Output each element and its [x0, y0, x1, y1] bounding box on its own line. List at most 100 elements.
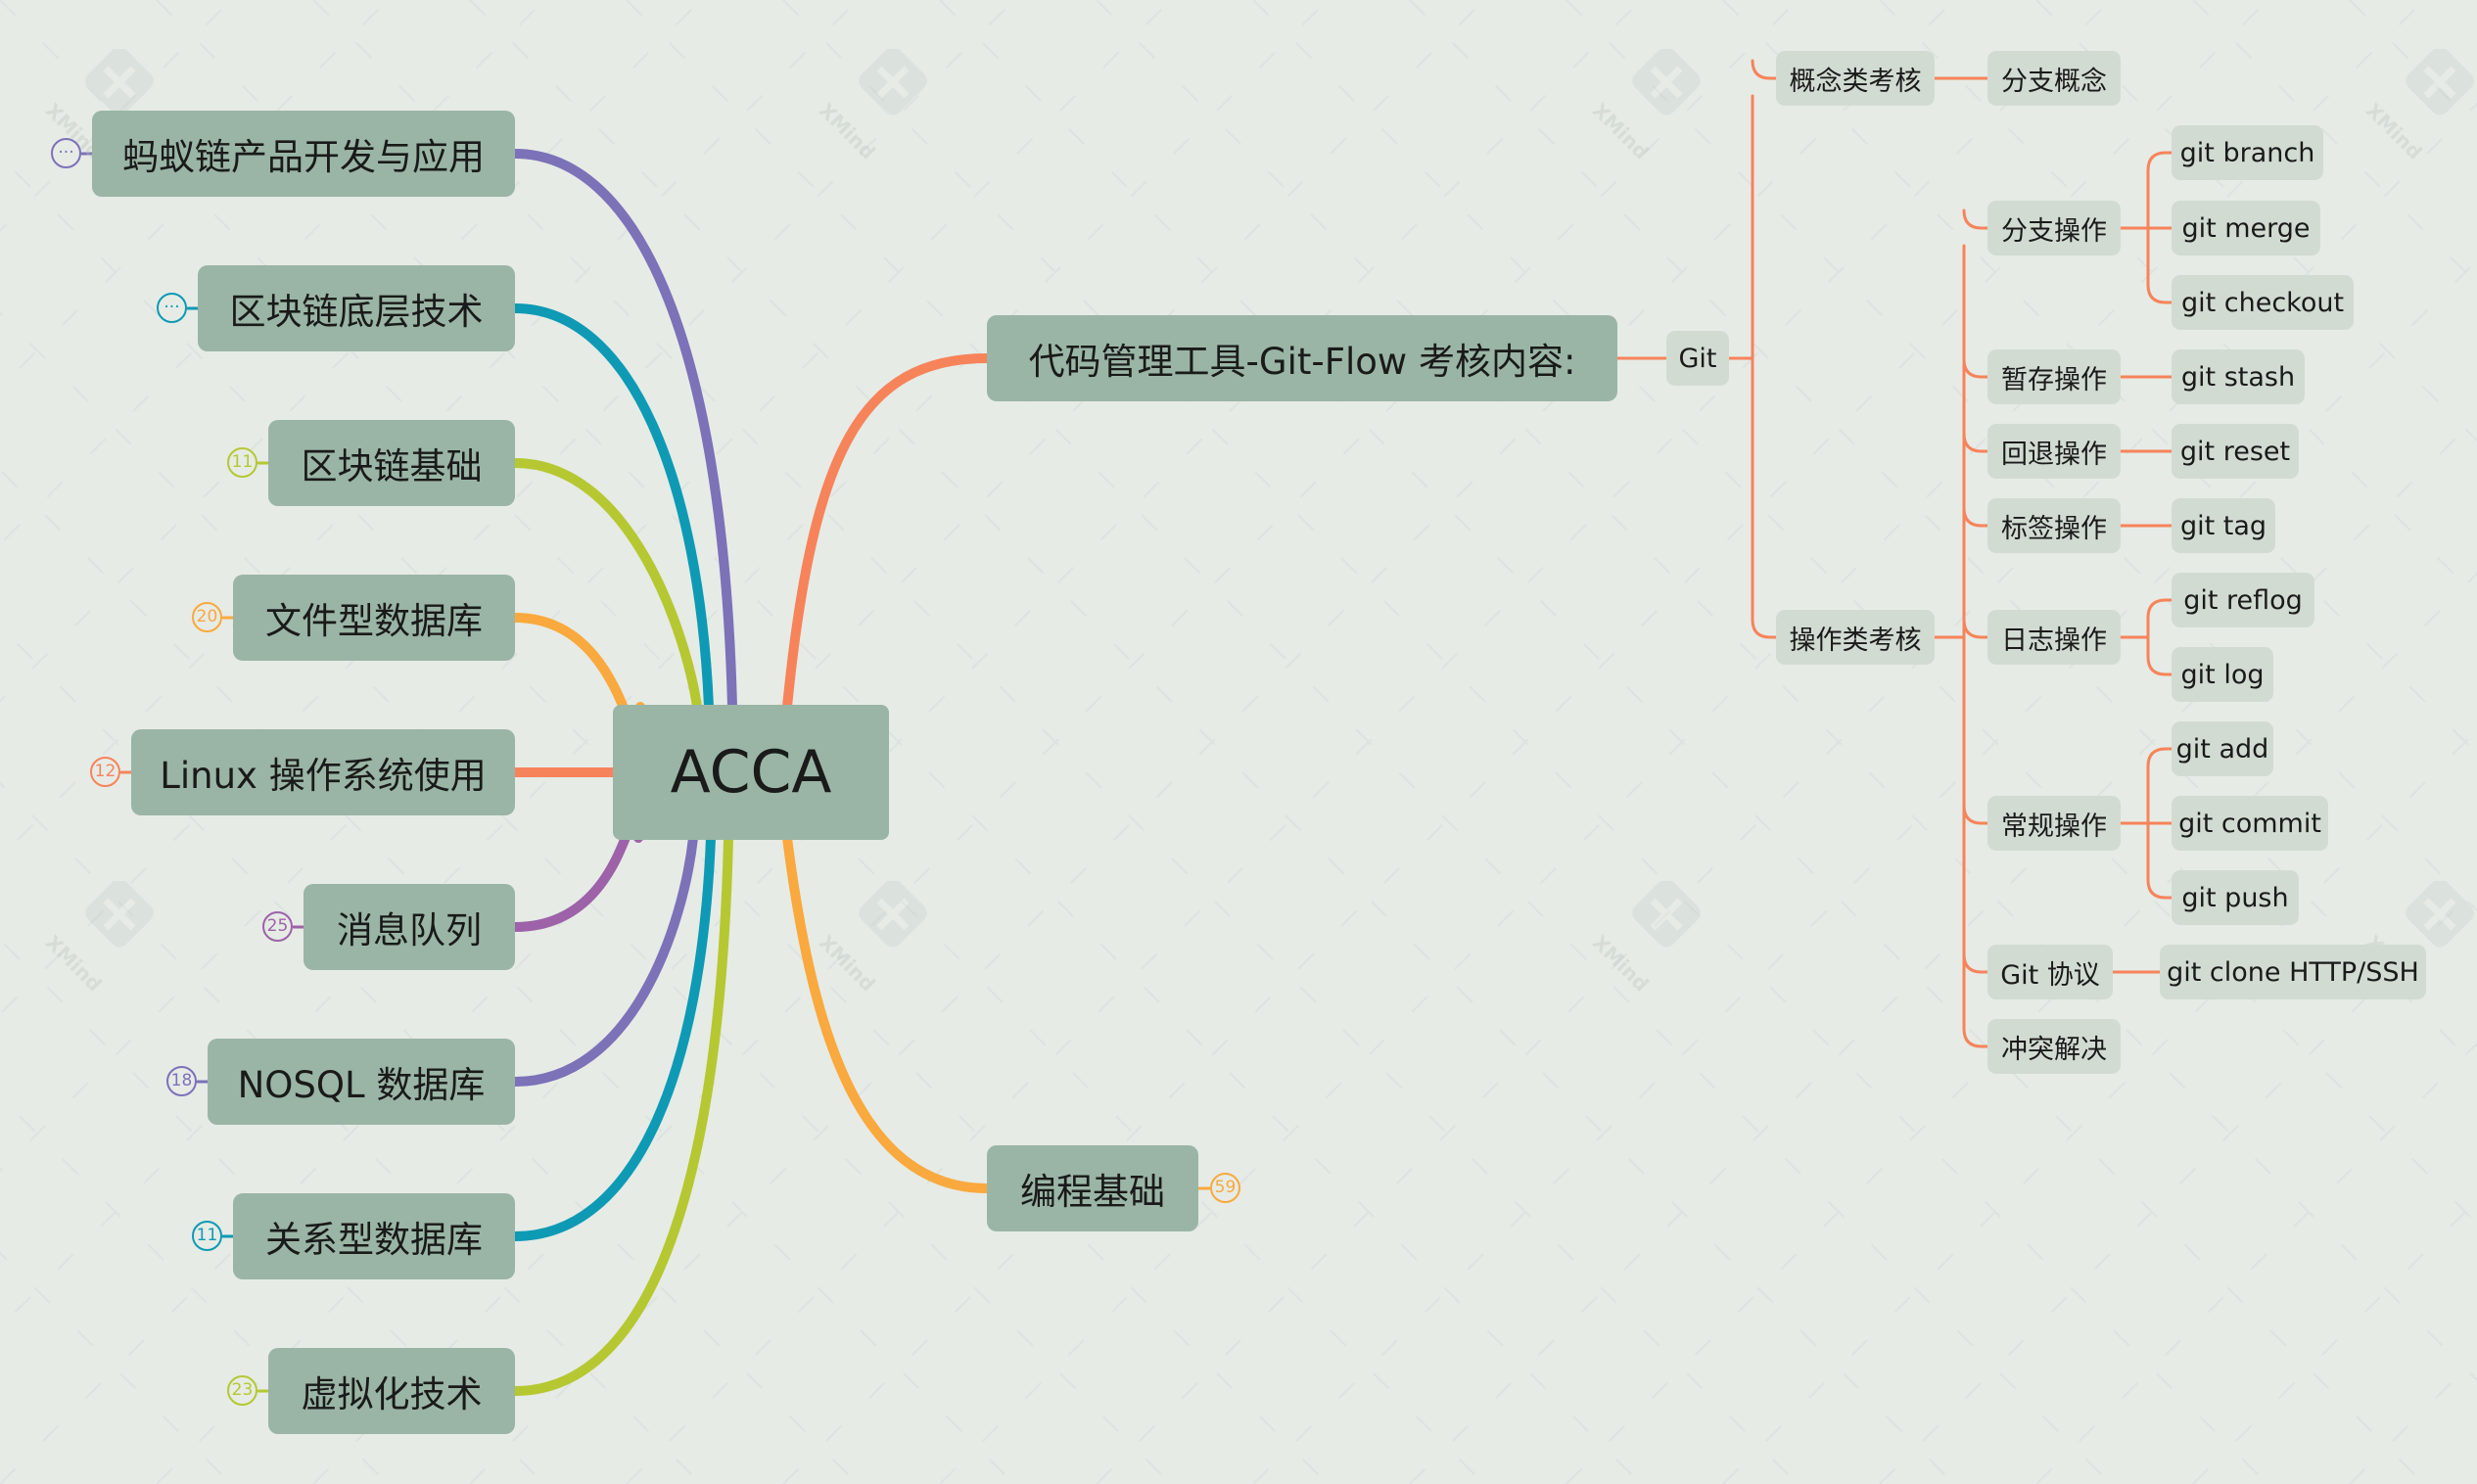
topic-connector: [782, 833, 992, 1193]
xmind-logo-icon: [85, 878, 154, 948]
left-topic[interactable]: Linux 操作系统使用: [131, 729, 515, 815]
command-leaf-label: git log: [2180, 659, 2265, 690]
branch-connector: [2146, 283, 2173, 304]
operation-node-label: 暂存操作: [2001, 364, 2107, 395]
operation-node[interactable]: 冲突解决: [1987, 1019, 2121, 1074]
branch-connector: [1962, 357, 1989, 379]
leaf-node[interactable]: 分支概念: [1987, 51, 2121, 106]
topic-count-badge[interactable]: ···: [157, 293, 187, 323]
command-leaf-label: git commit: [2178, 808, 2321, 839]
topic-connector: [510, 458, 702, 712]
left-topic[interactable]: 文件型数据库: [233, 575, 515, 661]
command-leaf-label: git clone HTTP/SSH: [2167, 956, 2419, 988]
command-leaf[interactable]: git log: [2172, 647, 2273, 702]
category-node[interactable]: 操作类考核: [1776, 610, 1935, 665]
command-leaf[interactable]: git checkout: [2172, 275, 2354, 330]
branch-connector: [1962, 432, 1989, 453]
command-leaf-label: git add: [2175, 733, 2269, 765]
branch-connector: [2146, 655, 2173, 676]
command-leaf[interactable]: git reset: [2172, 424, 2299, 479]
command-leaf[interactable]: git branch: [2172, 125, 2323, 180]
branch-connector: [1751, 618, 1778, 639]
left-topic[interactable]: 区块链底层技术: [198, 265, 515, 351]
command-leaf[interactable]: git push: [2172, 870, 2299, 925]
operation-node[interactable]: Git 协议: [1987, 945, 2113, 999]
operation-node[interactable]: 回退操作: [1987, 424, 2121, 479]
xmind-logo-icon: [1632, 46, 1701, 116]
command-leaf-label: git push: [2181, 882, 2289, 913]
gitflow-topic[interactable]: 代码管理工具-Git-Flow 考核内容:: [987, 315, 1617, 401]
topic-connector: [510, 833, 716, 1241]
command-leaf[interactable]: git add: [2172, 721, 2273, 776]
root-node[interactable]: ACCA: [613, 705, 889, 840]
background-lattice-line: [1252, 258, 2477, 1484]
command-leaf[interactable]: git stash: [2172, 349, 2305, 404]
command-leaf-label: git merge: [2181, 212, 2311, 244]
background-lattice-line: [782, 0, 2268, 1484]
left-topic[interactable]: 消息队列: [304, 884, 515, 970]
topic-connector: [510, 303, 714, 712]
background-lattice-line: [2349, 1355, 2477, 1484]
xmind-watermark: XMind: [2361, 878, 2477, 996]
operation-node-label: 冲突解决: [2001, 1034, 2107, 1065]
topic-connector: [510, 833, 698, 1087]
operation-node[interactable]: 标签操作: [1987, 498, 2121, 553]
topic-count-badge[interactable]: 25: [262, 911, 293, 942]
left-topic[interactable]: 区块链基础: [268, 420, 515, 506]
background-lattice-line: [0, 0, 1328, 1484]
topic-count-badge[interactable]: ···: [51, 138, 81, 168]
left-topic-label: 虚拟化技术: [301, 1373, 483, 1415]
gitflow-topic-label: 代码管理工具-Git-Flow 考核内容:: [1028, 341, 1576, 383]
programming-topic[interactable]: 编程基础: [987, 1145, 1198, 1231]
category-node[interactable]: 概念类考核: [1776, 51, 1935, 106]
background-lattice-line: [469, 0, 1955, 1484]
operation-node-label: 标签操作: [2001, 513, 2107, 544]
root-node-label: ACCA: [670, 738, 832, 807]
left-topic[interactable]: 虚拟化技术: [268, 1348, 515, 1434]
left-topic[interactable]: 关系型数据库: [233, 1193, 515, 1279]
background-lattice-line: [2349, 0, 2477, 129]
command-leaf-label: git branch: [2179, 137, 2315, 168]
git-node[interactable]: Git: [1666, 331, 1729, 386]
command-leaf[interactable]: git merge: [2172, 201, 2320, 255]
xmind-watermark: XMind: [815, 46, 930, 163]
operation-node-label: 常规操作: [2001, 811, 2107, 842]
topic-count-badge[interactable]: 12: [90, 757, 120, 787]
command-leaf[interactable]: git commit: [2172, 796, 2328, 851]
git-node-label: Git: [1678, 343, 1717, 374]
left-topic-label: 关系型数据库: [265, 1219, 483, 1261]
xmind-logo-icon: [859, 46, 927, 116]
branch-connector: [1962, 209, 1989, 230]
operation-node[interactable]: 暂存操作: [1987, 349, 2121, 404]
command-leaf[interactable]: git tag: [2172, 498, 2275, 553]
topic-count-badge[interactable]: 23: [227, 1375, 257, 1406]
operation-node[interactable]: 分支操作: [1987, 201, 2121, 255]
command-leaf[interactable]: git reflog: [2172, 573, 2314, 627]
topic-count-badge[interactable]: 11: [227, 447, 257, 478]
branch-connector: [1751, 59, 1778, 80]
branch-connector: [1962, 952, 1989, 974]
left-topic[interactable]: 蚂蚁链产品开发与应用: [92, 111, 515, 197]
xmind-logo-icon: [859, 878, 927, 948]
topic-count-badge[interactable]: 20: [192, 602, 222, 632]
operation-node-label: 分支操作: [2001, 215, 2107, 247]
topic-connector: [782, 353, 992, 712]
command-leaf-label: git checkout: [2180, 287, 2345, 318]
operation-node[interactable]: 常规操作: [1987, 796, 2121, 851]
topic-count-badge[interactable]: 11: [192, 1221, 222, 1251]
command-leaf[interactable]: git clone HTTP/SSH: [2160, 945, 2426, 999]
background-lattice-line: [312, 0, 1799, 1484]
topic-count-badge[interactable]: 18: [166, 1066, 197, 1096]
background-lattice-line: [626, 0, 2112, 1484]
background-lattice-line: [939, 0, 2425, 1484]
topic-count-badge[interactable]: 59: [1210, 1173, 1240, 1203]
operation-node[interactable]: 日志操作: [1987, 610, 2121, 665]
left-topic-label: NOSQL 数据库: [237, 1064, 486, 1106]
programming-topic-label: 编程基础: [1020, 1171, 1165, 1213]
left-topic[interactable]: NOSQL 数据库: [208, 1039, 515, 1125]
xmind-watermark: XMind: [1588, 46, 1704, 163]
background-lattice-line: [1566, 572, 2477, 1484]
xmind-logo-icon: [2406, 46, 2474, 116]
